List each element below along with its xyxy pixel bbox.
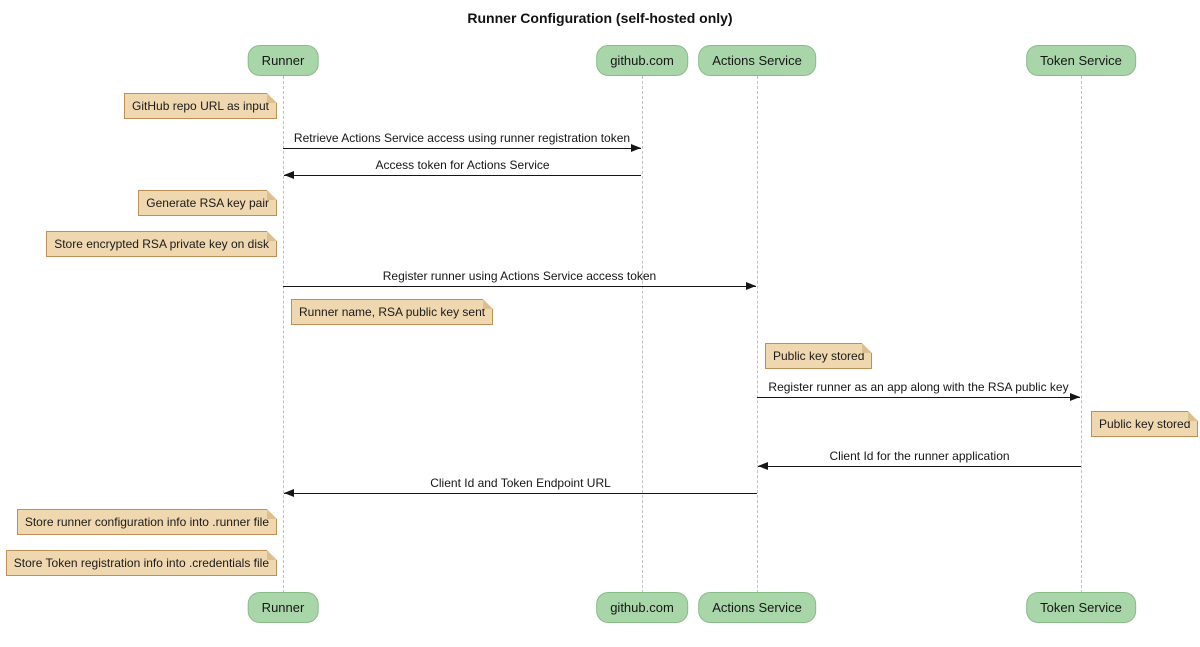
message-line-actions-to-token <box>757 397 1080 398</box>
message-label: Client Id for the runner application <box>829 449 1010 463</box>
note: Public key stored <box>1091 411 1199 437</box>
arrowhead-left-icon <box>284 171 294 179</box>
participant-github-bottom: github.com <box>596 592 688 623</box>
message-label: Register runner as an app along with the… <box>768 380 1069 394</box>
lifeline-github <box>642 76 643 593</box>
message-line-actions-to-runner <box>284 493 757 494</box>
lifeline-runner <box>283 76 284 593</box>
arrowhead-right-icon <box>1070 393 1080 401</box>
participant-runner-bottom: Runner <box>247 592 319 623</box>
note: Store Token registration info into .cred… <box>5 550 278 576</box>
message-line-runner-to-github <box>283 148 641 149</box>
participant-actions-bottom: Actions Service <box>698 592 816 623</box>
message-label: Client Id and Token Endpoint URL <box>430 476 611 490</box>
message-line-runner-to-actions <box>283 286 756 287</box>
message-line-github-to-runner <box>284 175 641 176</box>
diagram-title: Runner Configuration (self-hosted only) <box>467 10 733 26</box>
participant-token-bottom: Token Service <box>1026 592 1136 623</box>
note: Public key stored <box>765 343 873 369</box>
arrowhead-right-icon <box>746 282 756 290</box>
lifeline-actions <box>757 76 758 593</box>
participant-actions-top: Actions Service <box>698 45 816 76</box>
participant-runner-top: Runner <box>247 45 319 76</box>
arrowhead-left-icon <box>284 489 294 497</box>
participant-github-top: github.com <box>596 45 688 76</box>
note: Runner name, RSA public key sent <box>291 299 494 325</box>
message-line-token-to-actions <box>758 466 1081 467</box>
note: Store encrypted RSA private key on disk <box>46 231 277 257</box>
note: Store runner configuration info into .ru… <box>16 509 278 535</box>
participant-token-top: Token Service <box>1026 45 1136 76</box>
note: Generate RSA key pair <box>138 190 277 216</box>
message-label: Register runner using Actions Service ac… <box>382 269 657 283</box>
message-label: Access token for Actions Service <box>375 158 550 172</box>
note: GitHub repo URL as input <box>124 93 277 119</box>
lifeline-token <box>1081 76 1082 593</box>
arrowhead-left-icon <box>758 462 768 470</box>
arrowhead-right-icon <box>631 144 641 152</box>
message-label: Retrieve Actions Service access using ru… <box>293 131 631 145</box>
